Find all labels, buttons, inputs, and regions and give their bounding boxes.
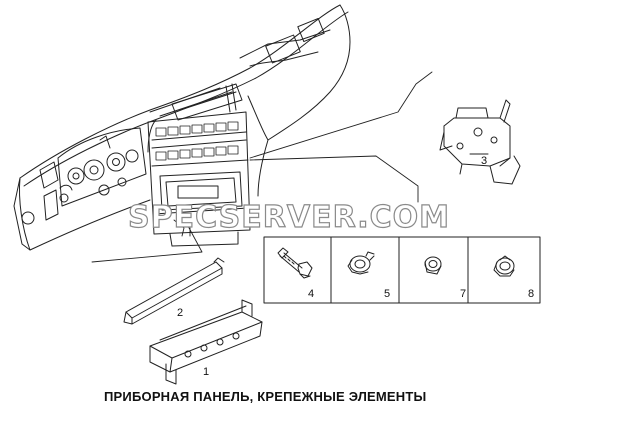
callout-5: 5: [384, 288, 390, 300]
part-strip: [123, 257, 225, 325]
leader-lines: [91, 71, 433, 263]
part-side-bracket: [439, 99, 521, 185]
callout-7: 7: [460, 288, 466, 300]
callout-2: 2: [177, 307, 183, 319]
diagram-caption: ПРИБОРНАЯ ПАНЕЛЬ, КРЕПЕЖНЫЕ ЭЛЕМЕНТЫ: [104, 389, 427, 404]
dashboard-illustration: [13, 4, 351, 251]
callout-4: 4: [308, 288, 314, 300]
clip-part: [493, 255, 515, 277]
nut-part: [347, 251, 375, 275]
watermark-text: SPECSERVER.COM: [128, 200, 450, 235]
fastener-panel: [263, 236, 541, 304]
callout-3: 3: [481, 155, 487, 167]
bushing-part: [424, 256, 442, 275]
callout-8: 8: [528, 288, 534, 300]
bolt-part: [277, 247, 313, 279]
callout-1: 1: [203, 366, 209, 378]
part-bracket: [149, 299, 263, 385]
